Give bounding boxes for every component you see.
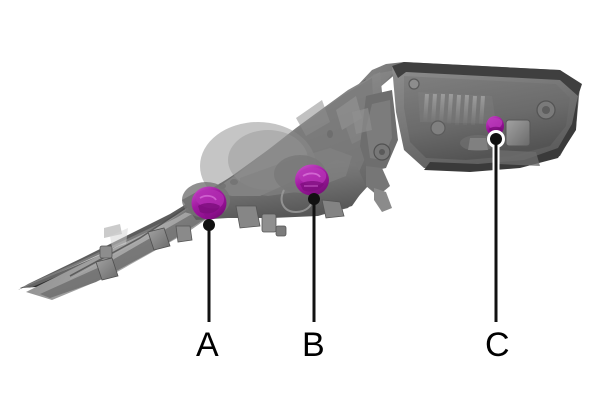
socket-a-highlight	[196, 189, 225, 209]
mid-bracketry	[352, 90, 398, 212]
screw-boss-1	[408, 78, 420, 90]
bulb-aperture-hole	[542, 106, 550, 114]
pin-stub	[374, 188, 392, 212]
mounting-tab-right	[505, 119, 531, 147]
rib	[423, 93, 429, 123]
callouts-group	[203, 130, 505, 322]
lower-bracket-right	[496, 150, 540, 166]
rib	[470, 95, 477, 126]
reflector-facet-1	[296, 100, 330, 136]
screw-boss-2	[430, 120, 446, 136]
socket-a-shade	[198, 203, 220, 214]
pivot-hole	[379, 149, 385, 155]
clip-1	[95, 257, 119, 281]
lower-clips	[95, 199, 345, 281]
clip-1-head	[99, 245, 113, 259]
bulb-socket-a[interactable]	[191, 186, 227, 223]
bulb-socket-b[interactable]	[295, 164, 329, 196]
callout-b-dot[interactable]	[308, 193, 320, 205]
right-housing-top-rim	[392, 62, 582, 96]
rib	[438, 93, 446, 125]
clip-3	[175, 225, 193, 243]
socket-a-ridge	[199, 194, 217, 201]
rib	[462, 94, 470, 126]
rib	[446, 93, 454, 125]
molding-mark-3	[327, 130, 333, 138]
clip-5-stud	[275, 225, 287, 237]
right-housing-bottom-rim	[424, 96, 578, 172]
clip-5	[261, 213, 277, 233]
clip-4	[235, 205, 261, 229]
heatsink-plate	[418, 92, 496, 124]
lower-pivot-arm	[366, 166, 390, 196]
bracket-facet	[352, 108, 372, 134]
callout-label-c: C	[485, 326, 510, 364]
callout-label-a: A	[196, 326, 219, 364]
callout-label-b: B	[302, 326, 325, 364]
connector-block	[468, 138, 488, 150]
molding-mark-2	[230, 179, 238, 185]
clip-2	[147, 227, 171, 251]
socket-b-ridge	[302, 172, 321, 178]
right-housing-module	[392, 62, 582, 172]
callout-c-dot[interactable]	[490, 133, 502, 145]
clip-6	[321, 199, 345, 219]
socket-b-highlight	[299, 167, 327, 186]
heatsink-ribs	[418, 92, 496, 126]
rib	[454, 94, 462, 126]
lower-flange-highlight	[110, 228, 128, 248]
rib	[430, 93, 437, 124]
rib	[479, 95, 485, 125]
socket-c-highlight	[488, 118, 503, 130]
wire-loop	[280, 189, 313, 214]
callout-a-dot[interactable]	[203, 219, 215, 231]
lamp-assembly-group	[18, 62, 582, 300]
